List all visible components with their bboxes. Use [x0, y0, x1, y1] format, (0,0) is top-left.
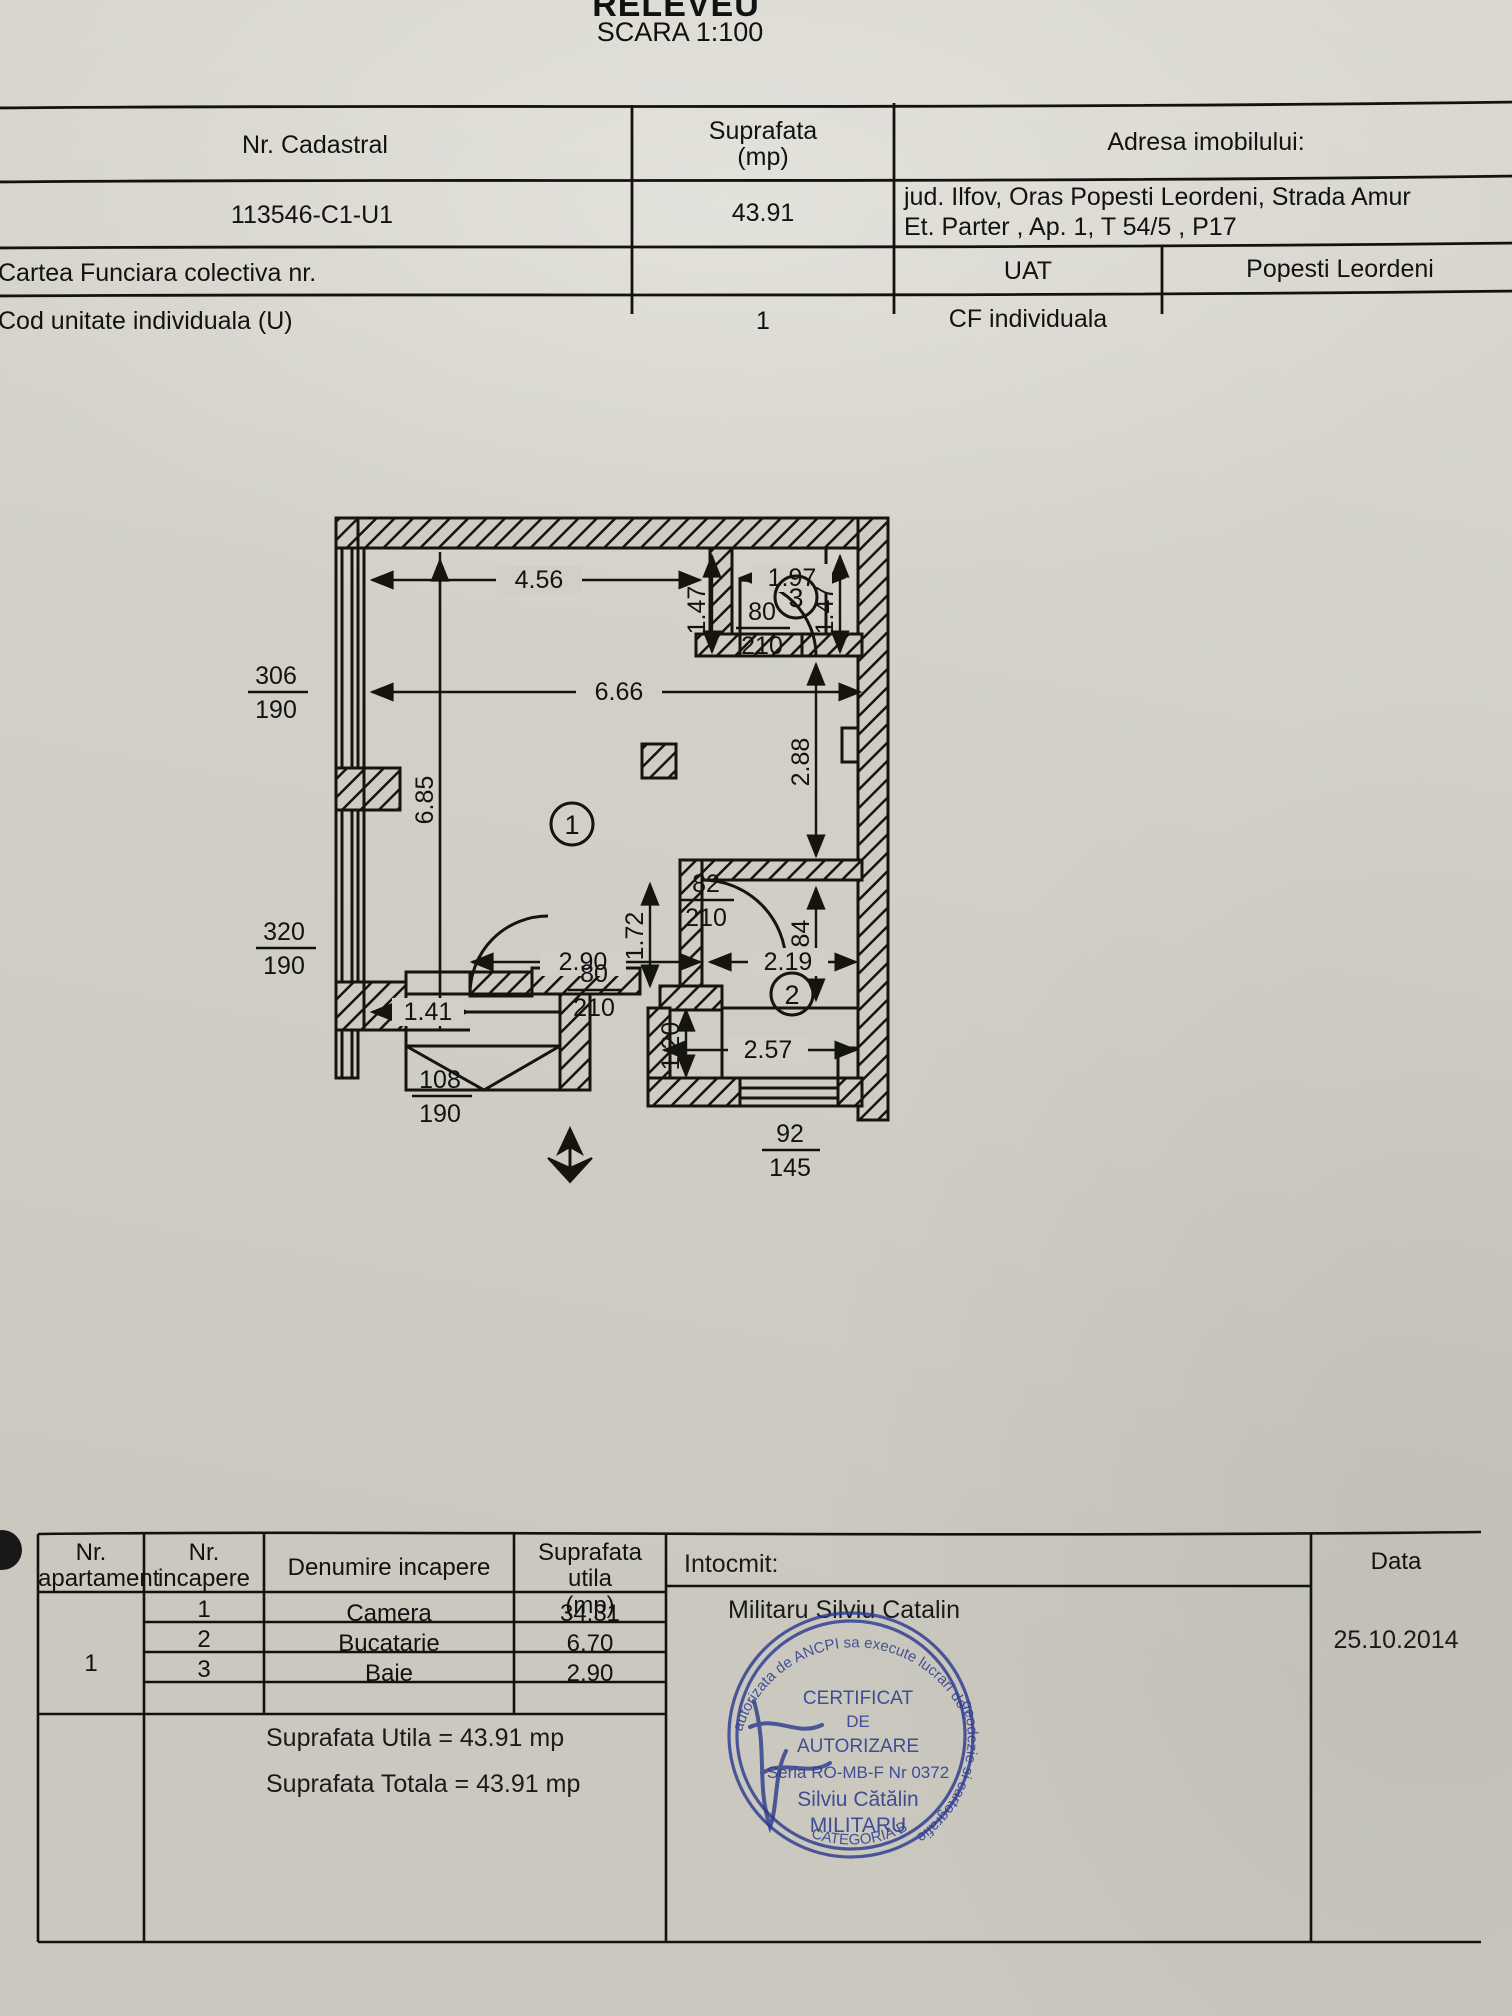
col-header-suprafata: Suprafata utila (mp) — [537, 1539, 643, 1619]
header-value-cf-individuala — [1164, 294, 1512, 340]
door-kitchen-height: 210 — [573, 994, 615, 1022]
col-header-denumire: Denumire incapere — [287, 1554, 491, 1581]
window-kitchen-width: 92 — [776, 1120, 804, 1148]
dim-top-main: 4.56 — [515, 566, 564, 594]
window-left-2-width: 320 — [263, 918, 305, 946]
scale-label: SCARA 1:100 — [596, 17, 764, 47]
window-left-2-height: 190 — [263, 952, 305, 980]
header-label-nr-cadastral: Nr. Cadastral — [242, 130, 388, 159]
north-arrow — [547, 1126, 593, 1184]
col-header-nr-incapere: Nr. incapere — [157, 1539, 251, 1593]
window-left-3-width: 108 — [419, 1066, 461, 1094]
header-value-cod-unitate: 1 — [756, 306, 770, 335]
header-value-cartea-funciara — [634, 250, 892, 296]
row-3-name: Baie — [364, 1660, 414, 1687]
total-utila: Suprafata Utila = 43.91 mp — [266, 1724, 565, 1752]
header-label-suprafata: Suprafata (mp) — [708, 116, 818, 171]
dim-left-small: 1.41 — [404, 998, 453, 1026]
room-marker-2: 2 — [784, 980, 799, 1010]
dim-right-camera: 2.88 — [787, 738, 815, 787]
room-marker-3: 3 — [788, 583, 803, 613]
door-bathroom-width: 80 — [748, 598, 776, 626]
floor-plan: 4.56 6.66 1.97 1.47 1.47 6.85 2.88 2.84 … — [0, 470, 1512, 1200]
row-1-nr: 1 — [197, 1596, 211, 1623]
header-value-nr-cadastral: 113546-C1-U1 — [230, 200, 394, 229]
dim-hall-small: 1.20 — [657, 1022, 685, 1071]
window-left-1-height: 190 — [255, 696, 297, 724]
row-3-nr: 3 — [197, 1656, 211, 1683]
header-value-suprafata: 43.91 — [731, 198, 795, 227]
row-1-name: Camera — [346, 1600, 432, 1627]
header-table: Nr. Cadastral Suprafata (mp) Adresa imob… — [0, 100, 1512, 335]
door-bathroom-height: 210 — [741, 632, 783, 660]
punch-hole — [0, 1530, 22, 1570]
header-label-cod-unitate: Cod unitate individuala (U) — [0, 306, 293, 335]
total-totala: Suprafata Totala = 43.91 mp — [266, 1770, 581, 1798]
row-2-name: Bucatarie — [338, 1630, 440, 1657]
header-label-cf-individuala: CF individuala — [948, 304, 1108, 333]
intocmit-label: Intocmit: — [684, 1550, 779, 1578]
header-label-uat: UAT — [1003, 256, 1053, 285]
room-marker-1: 1 — [564, 810, 579, 840]
dim-left-vertical: 6.85 — [411, 776, 439, 825]
floor-plan-drawing: 4.56 6.66 1.97 1.47 1.47 6.85 2.88 2.84 … — [248, 516, 890, 1184]
header-label-adresa: Adresa imobilului: — [1107, 127, 1305, 156]
row-1-area: 34.31 — [559, 1600, 621, 1627]
surveyor-name: Militaru Silviu Catalin — [728, 1596, 961, 1624]
dim-kitchen-bottom: 2.57 — [744, 1036, 793, 1064]
row-2-nr: 2 — [197, 1626, 211, 1653]
dim-second-main: 6.66 — [595, 678, 644, 706]
document-title: RELEVEU — [592, 0, 760, 24]
door-kitchen-width: 80 — [580, 960, 608, 988]
header-label-cartea-funciara: Cartea Funciara colectiva nr. — [0, 258, 317, 287]
data-value: 25.10.2014 — [1333, 1626, 1459, 1654]
door-hall-height: 210 — [685, 904, 727, 932]
data-label: Data — [1370, 1548, 1422, 1575]
door-hall-width: 82 — [692, 870, 720, 898]
dim-bath-h-left: 1.47 — [683, 586, 711, 635]
row-3-area: 2.90 — [566, 1660, 614, 1687]
signature — [726, 1655, 926, 1855]
dim-kitchen-top: 2.19 — [764, 948, 813, 976]
row-2-area: 6.70 — [566, 1630, 614, 1657]
window-left-3-height: 190 — [419, 1100, 461, 1128]
dim-bath-inner: 2.90 — [559, 948, 608, 976]
window-left-1-width: 306 — [255, 662, 297, 690]
window-kitchen-height: 145 — [769, 1154, 811, 1182]
header-value-adresa: jud. Ilfov, Oras Popesti Leordeni, Strad… — [904, 182, 1411, 242]
header-table-grid — [0, 100, 1512, 314]
header-value-uat: Popesti Leordeni — [1246, 254, 1434, 283]
room-schedule-grid — [36, 1530, 1481, 1944]
apartment-number: 1 — [84, 1650, 98, 1677]
col-header-nr-apartament: Nr. apartament — [38, 1539, 160, 1593]
